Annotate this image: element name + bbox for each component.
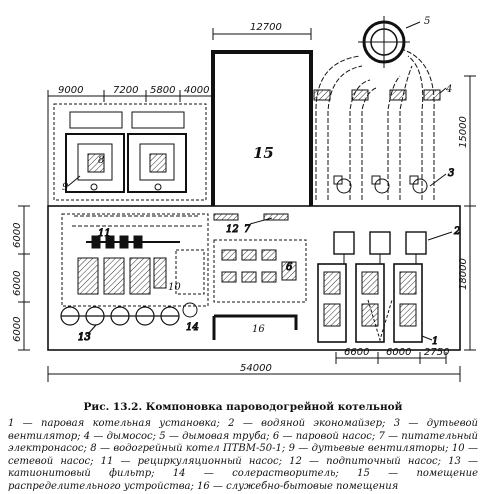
dimension-chain-left: 6000 6000 6000: [12, 205, 30, 351]
svg-text:6000: 6000: [12, 271, 23, 296]
svg-text:2: 2: [453, 226, 460, 237]
room-16-service: 16: [212, 314, 298, 340]
salt-dissolver: 14: [175, 249, 205, 334]
svg-text:12: 12: [226, 224, 239, 235]
dimension-15000: 15000: [458, 75, 476, 207]
svg-text:7200: 7200: [113, 85, 138, 96]
steam-boiler-units: 2 1: [317, 226, 461, 348]
svg-text:8: 8: [98, 155, 104, 166]
figure-legend: 1 — паровая котельная установка; 2 — вод…: [8, 418, 478, 492]
hot-water-boiler-area: 8 9: [53, 103, 207, 201]
svg-text:54000: 54000: [240, 363, 272, 374]
svg-text:3: 3: [448, 168, 454, 179]
svg-text:6000: 6000: [386, 347, 411, 358]
svg-text:6: 6: [286, 262, 293, 273]
label-network-pump: 10: [168, 282, 181, 293]
svg-text:6000: 6000: [12, 223, 23, 248]
dimension-18000: 18000: [458, 206, 476, 351]
svg-text:15000: 15000: [458, 116, 469, 148]
cation-filters: 13: [60, 306, 180, 344]
boiler-house-layout-drawing: 12700 9000 7200 5800 4000 15 8 9: [12, 16, 476, 382]
steam-pump-area: 6: [213, 239, 307, 303]
dimension-chain-bottom: 6600 6000 2750: [335, 347, 449, 364]
svg-text:9000: 9000: [58, 85, 83, 96]
svg-text:1: 1: [432, 336, 438, 347]
svg-text:14: 14: [186, 322, 199, 333]
pump-hall: 11: [61, 213, 209, 307]
svg-text:4: 4: [445, 84, 452, 95]
chimney-5: 5: [358, 16, 430, 68]
svg-text:5800: 5800: [150, 85, 175, 96]
svg-text:11: 11: [98, 228, 111, 239]
figure-caption: Рис. 13.2. Компоновка пароводогрейной ко…: [83, 401, 403, 413]
dimension-chain-top: 9000 7200 5800 4000: [47, 85, 214, 102]
svg-text:2750: 2750: [424, 347, 449, 358]
room-15-distribution: 15: [211, 50, 313, 206]
svg-text:12700: 12700: [250, 22, 282, 33]
svg-text:4000: 4000: [184, 85, 209, 96]
svg-text:7: 7: [244, 224, 251, 235]
svg-text:16: 16: [252, 324, 265, 335]
svg-text:9: 9: [62, 182, 69, 193]
smoke-exhausters: 4: [313, 84, 452, 101]
dimension-12700: 12700: [212, 22, 312, 40]
svg-text:13: 13: [78, 332, 91, 343]
svg-text:15: 15: [253, 144, 274, 162]
svg-text:18000: 18000: [458, 258, 469, 290]
dimension-54000: 54000: [47, 363, 461, 382]
pumps-7-12: 12 7: [213, 213, 289, 236]
building-outline: [47, 205, 461, 351]
svg-text:5: 5: [424, 16, 430, 27]
blower-fans: 3: [333, 168, 455, 194]
svg-text:6000: 6000: [12, 317, 23, 342]
svg-text:6600: 6600: [344, 347, 369, 358]
